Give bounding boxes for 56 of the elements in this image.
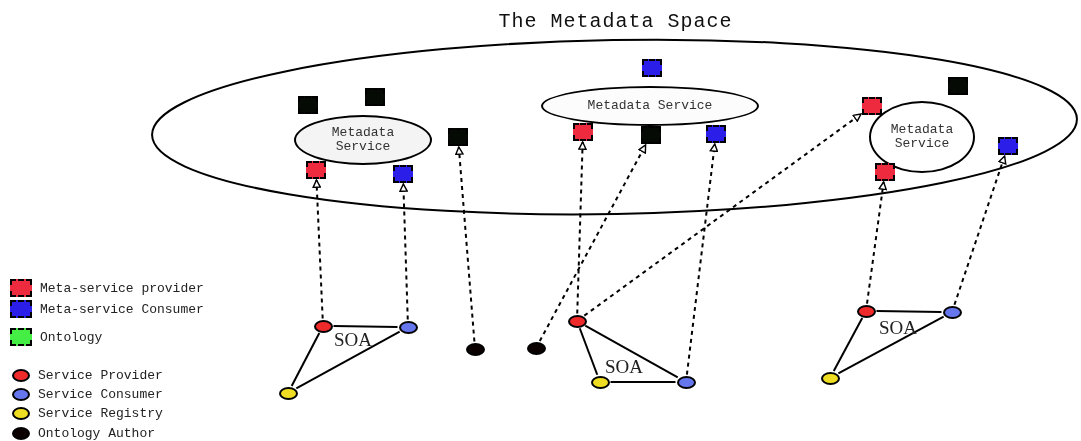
square-marker bbox=[306, 161, 326, 179]
connector-line bbox=[290, 332, 321, 387]
connector-line bbox=[837, 315, 945, 375]
circle-marker bbox=[590, 375, 610, 389]
soa-label: SOA bbox=[605, 357, 643, 377]
dashed-arrow bbox=[685, 143, 719, 376]
legend-label: Ontology Author bbox=[38, 425, 156, 441]
connector-line bbox=[832, 317, 864, 372]
circle-marker bbox=[676, 375, 696, 389]
connector-line bbox=[875, 310, 943, 313]
square-marker bbox=[641, 126, 661, 144]
circle-marker bbox=[567, 314, 587, 328]
legend-label: Service Consumer bbox=[38, 386, 163, 402]
connector-line bbox=[578, 327, 599, 376]
dashed-arrow bbox=[399, 183, 409, 321]
square-marker bbox=[875, 163, 895, 181]
dashed-arrow bbox=[312, 179, 324, 320]
connector-line bbox=[609, 381, 677, 383]
dashed-arrow bbox=[576, 141, 587, 315]
square-marker bbox=[862, 97, 882, 115]
circle-marker bbox=[820, 371, 840, 385]
soa-label: SOA bbox=[334, 330, 372, 350]
legend-label: Meta-service provider bbox=[40, 280, 204, 296]
square-marker bbox=[393, 165, 413, 183]
dashed-arrow bbox=[953, 155, 1007, 306]
circle-marker bbox=[398, 320, 418, 334]
legend-label: Service Provider bbox=[38, 367, 163, 383]
circle-marker bbox=[313, 319, 333, 333]
circle-marker bbox=[856, 304, 876, 318]
square-marker bbox=[948, 77, 968, 95]
square-marker bbox=[573, 123, 593, 141]
service-label: Metadata Service bbox=[330, 126, 396, 154]
service-label: Metadata Service bbox=[889, 123, 955, 151]
connector-line bbox=[584, 324, 679, 379]
service-label: Metadata Service bbox=[587, 99, 713, 113]
dashed-arrow bbox=[455, 146, 476, 343]
square-marker bbox=[365, 88, 385, 106]
dashed-arrow bbox=[538, 144, 647, 342]
circle-marker bbox=[278, 386, 298, 400]
square-marker bbox=[298, 96, 318, 114]
circle-marker bbox=[942, 305, 962, 319]
connector-line bbox=[295, 330, 401, 390]
legend-label: Ontology bbox=[40, 329, 103, 345]
connector-line bbox=[332, 325, 399, 328]
dashed-arrow bbox=[866, 181, 887, 305]
space-title: The Metadata Space bbox=[497, 10, 734, 33]
square-marker bbox=[642, 59, 662, 77]
legend-label: Meta-service Consumer bbox=[40, 301, 204, 317]
square-marker bbox=[998, 137, 1018, 155]
legend-label: Service Registry bbox=[38, 405, 163, 421]
circle-marker bbox=[465, 342, 485, 356]
circle-marker bbox=[526, 341, 546, 355]
square-marker bbox=[706, 125, 726, 143]
dashed-arrow bbox=[583, 113, 862, 317]
soa-label: SOA bbox=[879, 318, 917, 338]
square-marker bbox=[448, 128, 468, 146]
